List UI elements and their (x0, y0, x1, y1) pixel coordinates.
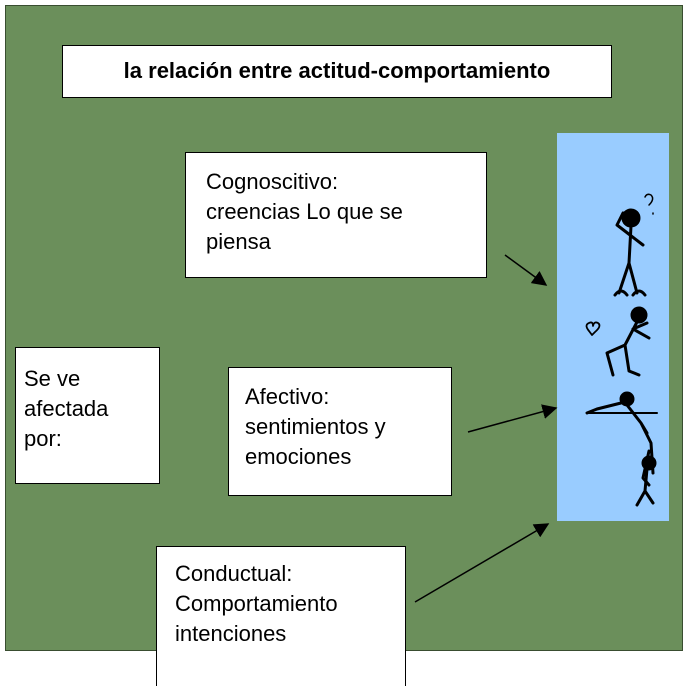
thinking-figure-icon (613, 193, 654, 297)
behavioral-line-2: Comportamiento (175, 591, 338, 616)
influence-line-1: Se ve (24, 366, 81, 391)
diagram-title: la relación entre actitud-comportamiento (123, 58, 551, 83)
title-box: la relación entre actitud-comportamiento (62, 45, 612, 98)
behavioral-line-1: Conductual: (175, 561, 293, 586)
behavioral-component-box: Conductual: Comportamiento intenciones (156, 546, 406, 686)
cognitive-line-1: Cognoscitivo: (206, 169, 339, 194)
kneeling-figure-icon (585, 306, 651, 377)
cognitive-line-2: creencias Lo que se (206, 199, 403, 224)
stick-figures-illustration (557, 133, 669, 521)
cognitive-component-box: Cognoscitivo: creencias Lo que se piensa (185, 152, 487, 278)
affective-line-3: emociones (245, 444, 352, 469)
climbing-figures-icon (585, 391, 658, 507)
influence-line-3: por: (24, 426, 62, 451)
affective-line-1: Afectivo: (245, 384, 330, 409)
cognitive-line-3: piensa (206, 229, 271, 254)
influence-line-2: afectada (24, 396, 109, 421)
behavioral-line-3: intenciones (175, 621, 287, 646)
influence-label-box: Se ve afectada por: (15, 347, 160, 484)
affective-component-box: Afectivo: sentimientos y emociones (228, 367, 452, 496)
stick-figures-icon (585, 193, 658, 507)
affective-line-2: sentimientos y (245, 414, 386, 439)
